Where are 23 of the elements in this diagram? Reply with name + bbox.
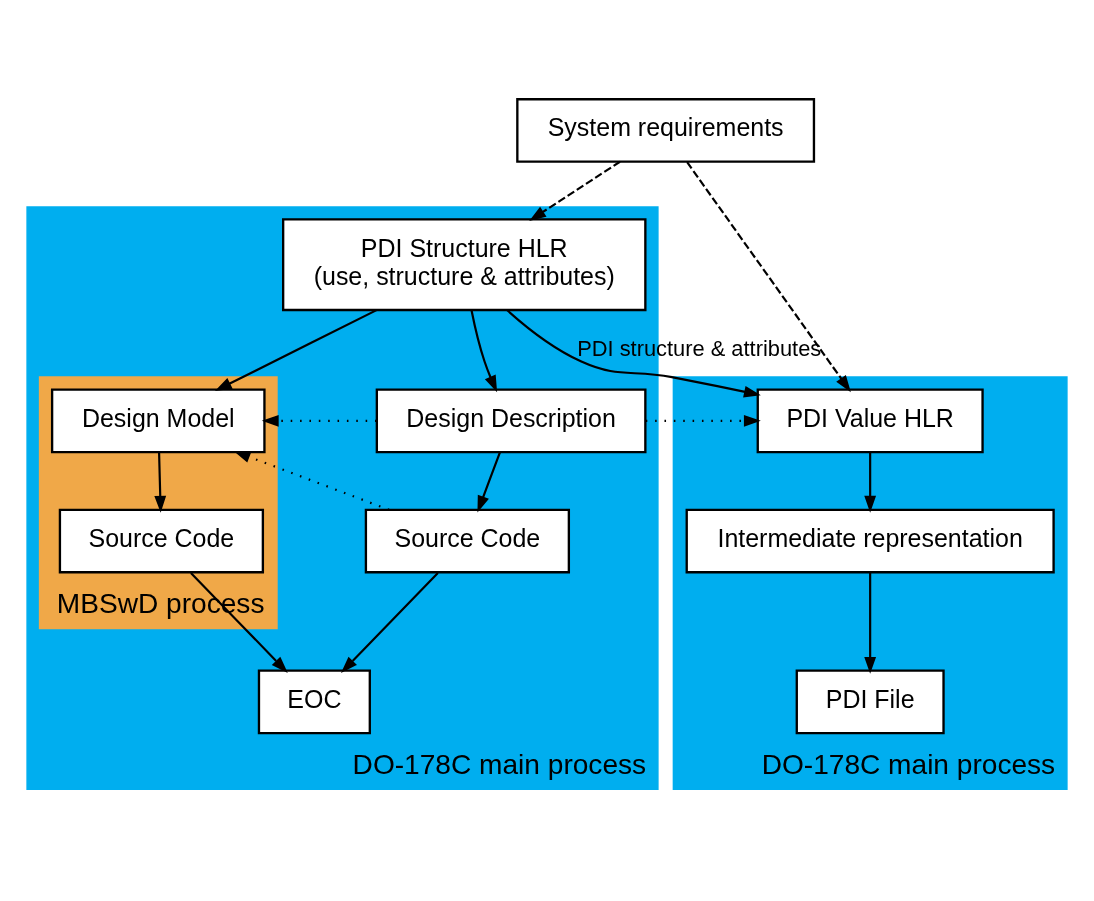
arrow xyxy=(864,573,877,674)
node-box: PDI File xyxy=(795,669,945,735)
arrow xyxy=(154,452,167,513)
arrow xyxy=(686,161,851,393)
arrow xyxy=(470,310,498,393)
arrow xyxy=(233,450,390,511)
arrow xyxy=(477,452,501,513)
node-box: Design Model xyxy=(50,388,266,454)
arrow xyxy=(214,309,378,391)
node-box: PDI Structure HLR (use, structure & attributes) xyxy=(282,218,647,312)
node-box: Source Code xyxy=(58,508,265,574)
node-box: Source Code xyxy=(364,508,571,574)
arrow xyxy=(645,414,761,427)
arrow xyxy=(864,452,877,513)
arrow xyxy=(529,160,621,221)
node-box: EOC xyxy=(257,669,371,735)
arrow xyxy=(341,572,439,673)
node-box: Design Description xyxy=(375,388,647,454)
arrow xyxy=(506,309,761,398)
node-box: PDI Value HLR xyxy=(756,388,984,454)
node-box: System requirements xyxy=(516,98,816,163)
arrow xyxy=(261,414,377,427)
node-box: Intermediate representation xyxy=(685,508,1055,574)
